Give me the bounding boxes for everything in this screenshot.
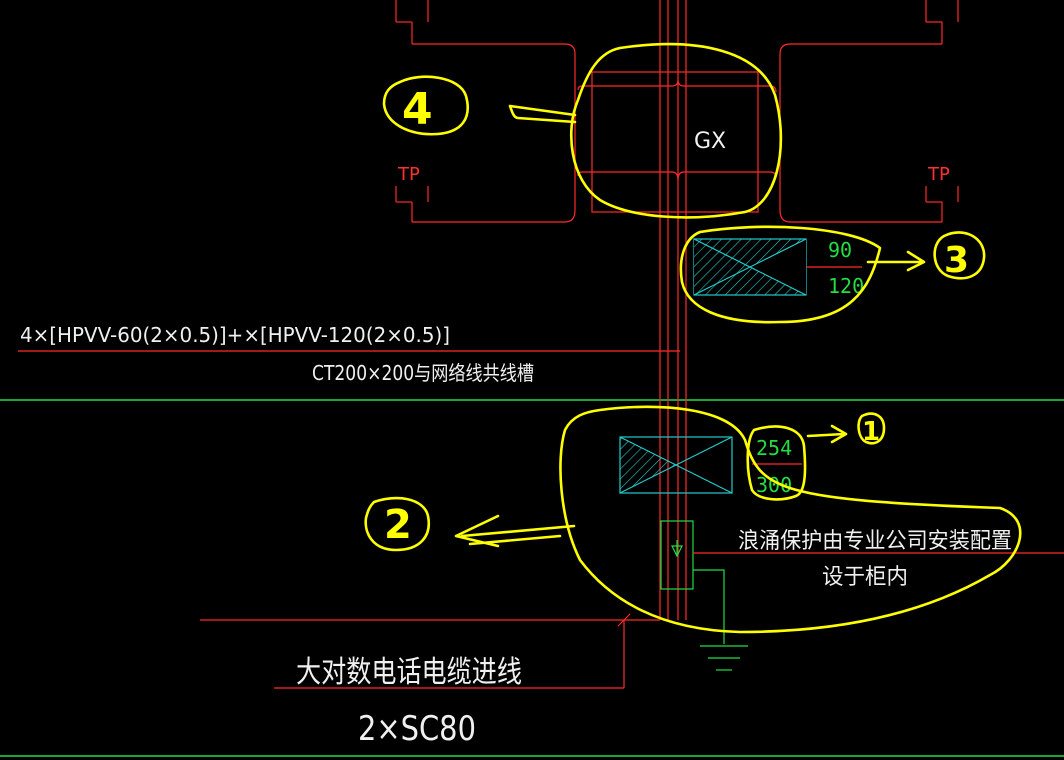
circle-1 — [857, 412, 886, 445]
annotation-4: 4 — [402, 84, 433, 135]
incoming-cable — [200, 613, 660, 689]
tp-symbol-right — [925, 186, 959, 222]
arrow-to-3 — [866, 250, 926, 272]
trunking-label: CT200×200与网络线共线槽 — [312, 361, 534, 385]
tp-symbol-top-right — [779, 0, 959, 223]
annotation-3: 3 — [944, 240, 969, 281]
arrow-to-4 — [508, 104, 577, 124]
upper-box-top-value: 90 — [828, 238, 852, 262]
tp-symbol-left — [395, 186, 429, 222]
tp-label-right: TP — [927, 164, 950, 185]
tp-symbol-top-left — [395, 0, 576, 223]
incoming-label: 大对数电话电缆进线 — [296, 655, 522, 690]
lower-box-top-value: 254 — [756, 436, 792, 460]
arrow-to-2 — [454, 514, 576, 548]
tp-label-left: TP — [397, 164, 420, 185]
circle-4 — [382, 75, 469, 136]
lower-cable-box — [619, 436, 733, 494]
loop-upper-box — [679, 225, 882, 324]
hand-annotations — [364, 42, 1022, 634]
loop-gx — [569, 42, 783, 219]
circle-2 — [364, 496, 431, 552]
gx-cabinet — [577, 71, 777, 213]
arrow-to-1 — [806, 424, 848, 444]
loop-lower-area — [559, 405, 1022, 634]
annotation-2: 2 — [384, 502, 412, 548]
upper-box-hatch-left — [694, 239, 750, 295]
surge-protector — [660, 520, 748, 671]
surge-note-line2: 设于柜内 — [822, 565, 908, 590]
annotation-1: 1 — [862, 417, 880, 447]
lower-box-bottom-value: 300 — [756, 473, 792, 497]
loop-lower-values — [746, 425, 807, 501]
gx-label: GX — [694, 129, 726, 154]
circle-3 — [933, 231, 986, 280]
surge-note-line1: 浪涌保护由专业公司安装配置 — [738, 529, 1012, 554]
cable-spec-label: 4×[HPVV-60(2×0.5)]+×[HPVV-120(2×0.5)] — [20, 323, 450, 347]
conduit-label: 2×SC80 — [358, 709, 476, 749]
riser-lines — [659, 0, 687, 620]
